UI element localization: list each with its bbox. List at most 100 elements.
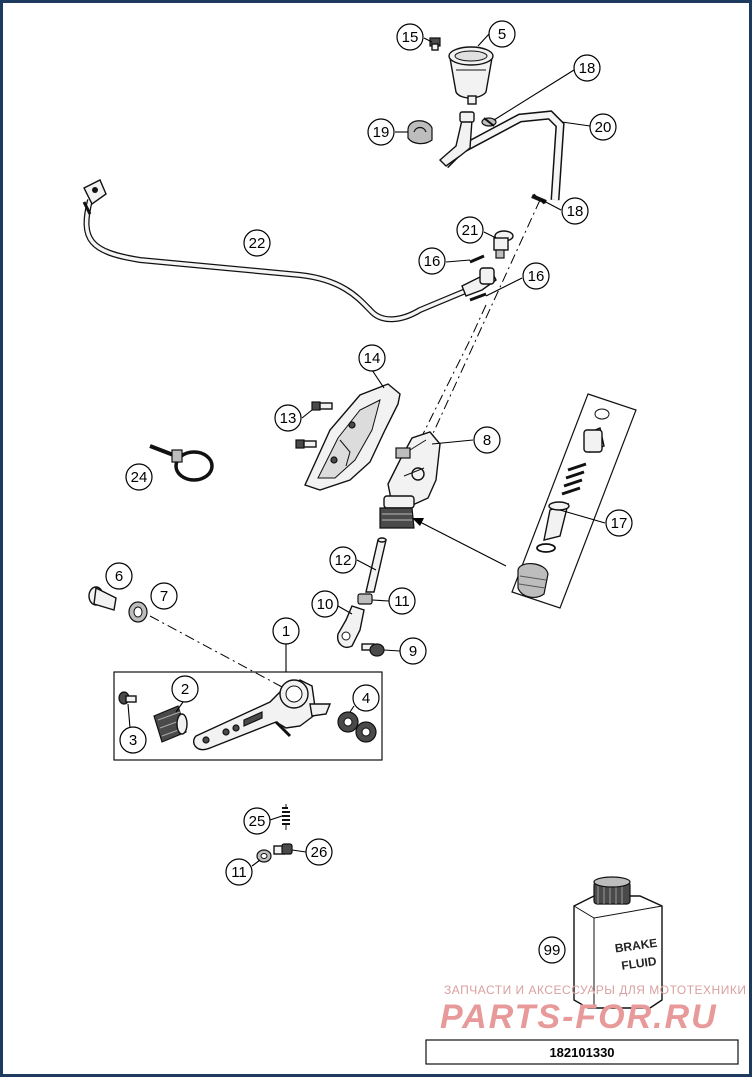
svg-text:10: 10 bbox=[317, 596, 334, 613]
repair-kit-spring bbox=[561, 462, 587, 496]
banjo-bolt-21 bbox=[493, 230, 514, 259]
callout-16-lower: 16 bbox=[522, 262, 550, 290]
brake-pedal-lever-1 bbox=[192, 679, 332, 751]
callout-7: 7 bbox=[150, 582, 178, 610]
svg-text:14: 14 bbox=[364, 350, 381, 367]
push-rod-12 bbox=[365, 537, 387, 593]
svg-text:17: 17 bbox=[611, 515, 628, 532]
callout-6: 6 bbox=[105, 562, 133, 590]
master-cylinder-8 bbox=[379, 431, 441, 529]
document-number-box bbox=[425, 1039, 739, 1065]
svg-text:1: 1 bbox=[282, 623, 290, 640]
screw-15 bbox=[429, 37, 441, 51]
callout-26: 26 bbox=[305, 838, 333, 866]
nut-11-upper bbox=[357, 593, 373, 605]
callout-4: 4 bbox=[352, 684, 380, 712]
pivot-centerline bbox=[149, 615, 285, 689]
svg-text:15: 15 bbox=[402, 29, 419, 46]
repair-kit-17-panel bbox=[511, 393, 637, 609]
bearing-4-right bbox=[355, 721, 377, 743]
svg-text:18: 18 bbox=[567, 203, 584, 220]
callout-3: 3 bbox=[119, 726, 147, 754]
bolt-13-upper bbox=[311, 401, 333, 411]
callout-18-upper: 18 bbox=[573, 54, 601, 82]
callout-25: 25 bbox=[243, 807, 271, 835]
kit-17-arrowhead bbox=[412, 518, 424, 526]
svg-text:16: 16 bbox=[528, 268, 545, 285]
hose-end-fitting bbox=[461, 267, 497, 297]
bolt-26 bbox=[273, 843, 293, 855]
svg-text:20: 20 bbox=[595, 119, 612, 136]
watermark-brand: PARTS-FOR.RU bbox=[440, 998, 718, 1036]
watermark-tagline: ЗАПЧАСТИ И АКСЕССУАРЫ ДЛЯ МОТОТЕХНИКИ bbox=[444, 983, 746, 997]
svg-text:16: 16 bbox=[424, 253, 441, 270]
assembly-centerline-hose bbox=[429, 199, 541, 441]
hose-clamp-18-upper bbox=[481, 117, 497, 127]
callout-10: 10 bbox=[311, 590, 339, 618]
svg-text:3: 3 bbox=[129, 732, 137, 749]
pivot-bolt-6 bbox=[88, 586, 117, 611]
callout-20: 20 bbox=[589, 113, 617, 141]
callout-11-upper: 11 bbox=[388, 587, 416, 615]
callout-11-lower: 11 bbox=[225, 858, 253, 886]
callout-24: 24 bbox=[125, 463, 153, 491]
svg-text:24: 24 bbox=[131, 469, 148, 486]
svg-text:11: 11 bbox=[394, 593, 410, 610]
svg-text:22: 22 bbox=[249, 235, 266, 252]
return-spring-25 bbox=[282, 804, 290, 830]
screw-3 bbox=[118, 691, 137, 705]
foot-peg-2 bbox=[153, 705, 188, 743]
pedal-assembly-box bbox=[113, 671, 383, 761]
callout-18-lower: 18 bbox=[561, 197, 589, 225]
svg-text:18: 18 bbox=[579, 60, 596, 77]
bolt-9 bbox=[361, 643, 385, 657]
svg-text:26: 26 bbox=[311, 844, 328, 861]
cable-tie-24 bbox=[149, 444, 214, 482]
brake-fluid-can-99: BRAKE FLUID bbox=[573, 876, 663, 1009]
nut-11-lower bbox=[256, 849, 272, 863]
callout-16-upper: 16 bbox=[418, 247, 446, 275]
banjo-fitting-top-left bbox=[82, 179, 107, 215]
svg-text:13: 13 bbox=[280, 410, 297, 427]
svg-text:9: 9 bbox=[409, 643, 417, 660]
can-label-line1: BRAKE bbox=[614, 936, 658, 956]
bolt-13-lower bbox=[295, 439, 317, 449]
callout-9: 9 bbox=[399, 637, 427, 665]
callout-22: 22 bbox=[243, 229, 271, 257]
washer-7 bbox=[128, 601, 148, 623]
callout-99: 99 bbox=[538, 936, 566, 964]
callout-12: 12 bbox=[329, 546, 357, 574]
callout-14: 14 bbox=[358, 344, 386, 372]
reservoir-holder-19 bbox=[407, 120, 433, 145]
callout-19: 19 bbox=[367, 118, 395, 146]
callout-5: 5 bbox=[488, 20, 516, 48]
svg-text:4: 4 bbox=[362, 690, 370, 707]
svg-text:19: 19 bbox=[373, 124, 390, 141]
callout-17: 17 bbox=[605, 509, 633, 537]
svg-text:2: 2 bbox=[181, 681, 189, 698]
bearing-4-left bbox=[337, 711, 359, 733]
svg-text:25: 25 bbox=[249, 813, 266, 830]
svg-text:21: 21 bbox=[462, 222, 479, 239]
callout-leaders bbox=[127, 33, 606, 867]
can-label-line2: FLUID bbox=[620, 954, 657, 973]
fluid-reservoir-5 bbox=[448, 46, 494, 105]
heat-shield-14 bbox=[304, 383, 401, 491]
svg-text:12: 12 bbox=[335, 552, 352, 569]
document-number: 182101330 bbox=[549, 1045, 614, 1060]
clevis-10 bbox=[337, 605, 365, 648]
callout-21: 21 bbox=[456, 216, 484, 244]
svg-text:11: 11 bbox=[231, 864, 247, 881]
sealing-washer-16-lower bbox=[469, 292, 487, 302]
svg-text:5: 5 bbox=[498, 26, 506, 43]
svg-text:6: 6 bbox=[115, 568, 123, 585]
callout-2: 2 bbox=[171, 675, 199, 703]
callout-1: 1 bbox=[272, 617, 300, 645]
sealing-washer-16-upper bbox=[469, 254, 485, 264]
callout-15: 15 bbox=[396, 23, 424, 51]
callout-13: 13 bbox=[274, 404, 302, 432]
svg-text:8: 8 bbox=[483, 432, 491, 449]
